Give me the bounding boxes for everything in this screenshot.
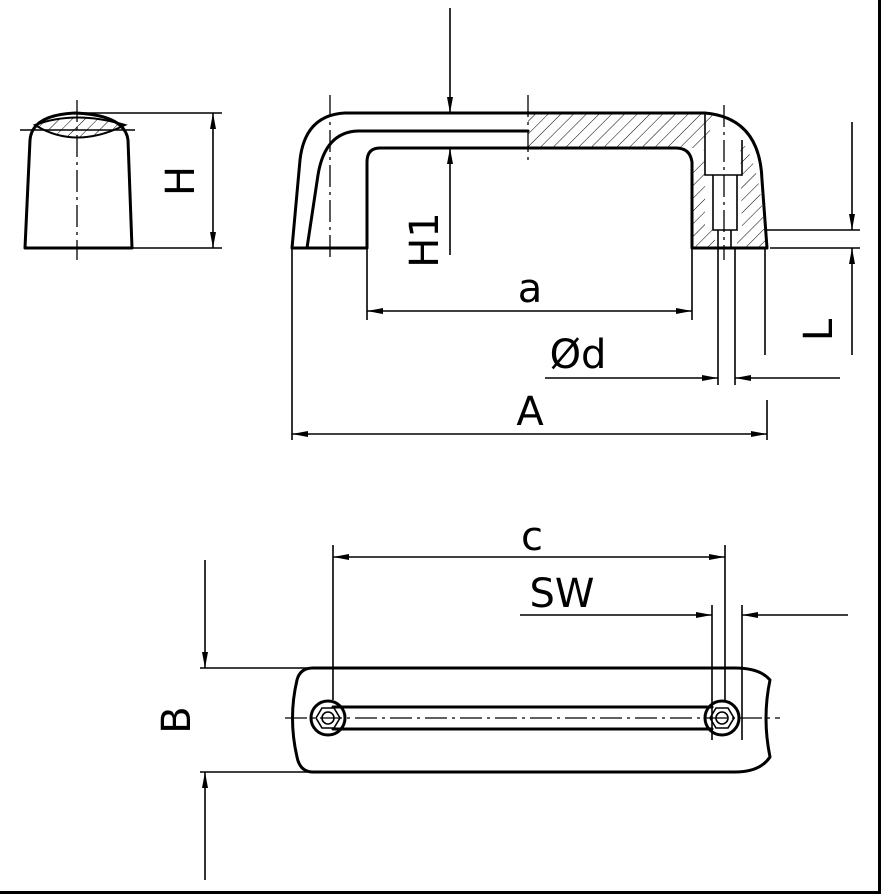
label-H1: H1 [402, 212, 448, 268]
label-c: c [521, 514, 543, 560]
label-SW: SW [530, 571, 595, 617]
label-d: Ød [550, 332, 607, 378]
top-view: c SW B [154, 514, 848, 880]
end-view: H [20, 100, 222, 260]
label-H: H [158, 166, 204, 196]
label-B: B [154, 706, 200, 733]
label-A: A [516, 389, 544, 435]
label-a: a [518, 266, 543, 312]
side-view: H1 a Ød L A [290, 8, 860, 440]
hex-nut-right [703, 699, 741, 737]
hex-nut-left [309, 699, 347, 737]
label-L: L [796, 318, 842, 341]
